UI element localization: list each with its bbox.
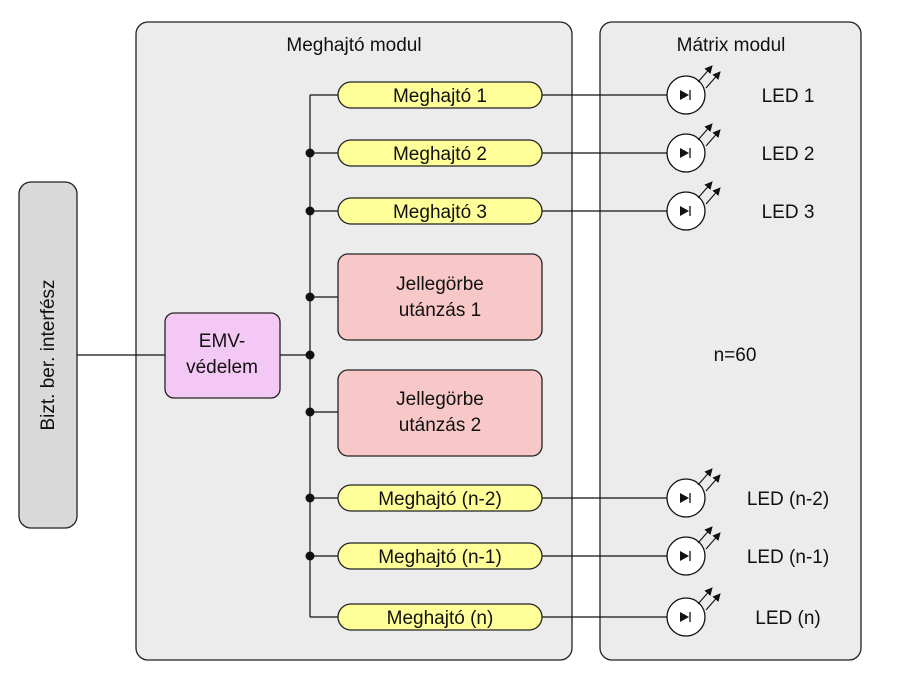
led-icon — [666, 468, 721, 518]
junction-dot — [305, 292, 315, 302]
emulator-label-line1: Jellegörbe — [396, 389, 484, 410]
led-icon — [666, 123, 721, 173]
driver-label: Meghajtó 2 — [393, 144, 487, 165]
led-label: LED (n) — [755, 608, 820, 629]
driver-box — [337, 197, 543, 225]
junction-dot — [305, 148, 315, 158]
emv-box — [164, 312, 281, 399]
junction-dot — [305, 551, 315, 561]
led-label: LED 3 — [762, 202, 815, 223]
driver-label: Meghajtó (n-1) — [378, 547, 502, 568]
emv-label-line2: védelem — [186, 357, 258, 378]
emulator-label-line2: utánzás 2 — [399, 415, 481, 436]
led-label: LED (n-2) — [747, 489, 829, 510]
matrix-module-box — [599, 21, 862, 661]
led-count-label: n=60 — [714, 345, 757, 366]
junction-dots — [305, 148, 315, 561]
led-label: LED (n-1) — [747, 547, 829, 568]
driver-box — [337, 484, 543, 512]
driver-label: Meghajtó (n) — [387, 608, 494, 629]
driver-box — [337, 603, 543, 631]
interface-label: Bizt. ber. interfész — [38, 279, 59, 430]
driver-box — [337, 81, 543, 109]
driver-label: Meghajtó 3 — [393, 202, 487, 223]
matrix-module-title: Mátrix modul — [677, 35, 786, 56]
emulator-label-line1: Jellegörbe — [396, 274, 484, 295]
emulator-box — [337, 369, 543, 457]
emulator-box — [337, 253, 543, 341]
junction-dot — [305, 350, 315, 360]
driver-box — [337, 139, 543, 167]
led-label: LED 1 — [762, 86, 815, 107]
junction-dot — [305, 493, 315, 503]
junction-dot — [305, 206, 315, 216]
junction-dot — [305, 407, 315, 417]
driver-box — [337, 542, 543, 570]
led-icon — [666, 181, 721, 231]
driver-label: Meghajtó 1 — [393, 86, 487, 107]
led-icon — [666, 526, 721, 576]
led-icon — [666, 65, 721, 115]
emulator-label-line2: utánzás 1 — [399, 300, 481, 321]
led-icon — [666, 587, 721, 637]
driver-module-title: Meghajtó modul — [286, 35, 421, 56]
led-label: LED 2 — [762, 144, 815, 165]
emv-label-line1: EMV- — [199, 331, 245, 352]
driver-label: Meghajtó (n-2) — [378, 489, 502, 510]
